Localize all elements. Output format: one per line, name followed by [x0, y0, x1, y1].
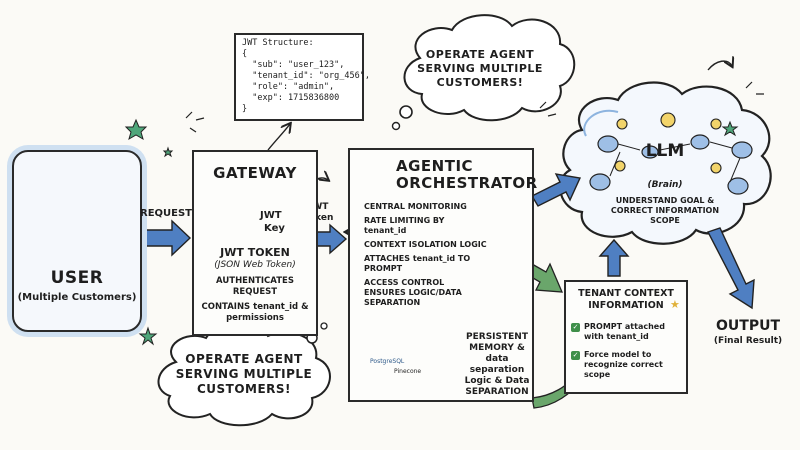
check-icon: ✓	[571, 323, 580, 332]
flow-arrows	[141, 173, 755, 310]
llm-connectors	[609, 141, 741, 183]
star-icon	[162, 146, 174, 158]
top-thought-cloud	[391, 14, 576, 131]
jwt-token-subtitle: (JSON Web Token)	[214, 260, 296, 270]
arrow-gateway-to-orchestrator	[315, 223, 348, 255]
key-label-key: Key	[264, 223, 285, 234]
arrow-gateway-to-jwt	[267, 124, 290, 151]
bottom-cloud-text: OPERATE AGENT SERVING MULTIPLE CUSTOMERS…	[175, 352, 313, 396]
arrow-curl-top	[707, 61, 732, 71]
pinecone-label: Pinecone	[394, 368, 422, 375]
brain-icon	[597, 135, 619, 153]
llm-title: LLM	[645, 141, 685, 161]
tenant-context-title: TENANT CONTEXT INFORMATION	[578, 288, 674, 311]
star-icon: ★	[670, 298, 680, 311]
jwt-structure-box: JWT Structure: { "sub": "user_123", "ten…	[234, 33, 370, 121]
list-item: ACCESS CONTROL ENSURES LOGIC/DATA SEPARA…	[364, 278, 462, 307]
star-icon	[124, 118, 148, 141]
brain-icons	[589, 134, 753, 195]
tenant-item: Force model to recognize correct scope	[584, 350, 663, 379]
gateway-text-contains: CONTAINS tenant_id & permissions	[201, 302, 309, 323]
output-subtitle: (Final Result)	[713, 336, 783, 346]
user-subtitle: (Multiple Customers)	[17, 292, 137, 303]
list-item: ATTACHES tenant_id TO PROMPT	[364, 254, 471, 273]
postgresql-label: PostgreSQL	[370, 358, 405, 365]
list-item: CONTEXT ISOLATION LOGIC	[364, 240, 487, 249]
lightbulb-icons	[614, 112, 722, 174]
output-title: OUTPUT	[716, 318, 780, 334]
star-icon	[138, 326, 158, 346]
user-box: USER (Multiple Customers)	[12, 150, 142, 332]
jwt-token-title: JWT TOKEN	[220, 246, 290, 259]
brain-icon	[731, 141, 753, 159]
orchestrator-box: AGENTIC ORCHESTRATOR CENTRAL MONITORING …	[348, 148, 538, 402]
lightbulb-icon	[710, 118, 722, 130]
logic-text: Logic & Data SEPARATION	[464, 376, 530, 397]
arrow-user-to-gateway	[141, 219, 192, 257]
list-item: CENTRAL MONITORING	[364, 202, 467, 211]
tenant-context-box: TENANT CONTEXT INFORMATION ★ ✓ PROMPT at…	[564, 280, 688, 394]
orchestrator-list: CENTRAL MONITORING RATE LIMITING BY tena…	[364, 202, 488, 312]
tenant-item: PROMPT attached with tenant_id	[584, 322, 665, 341]
star-icon	[721, 120, 739, 137]
jwt-token-label: JWT Token	[304, 202, 334, 223]
arrow-tenant-to-llm	[598, 238, 630, 277]
check-icon: ✓	[571, 351, 580, 360]
arrow-llm-to-output	[707, 227, 755, 310]
lightbulb-icon	[660, 112, 676, 128]
brain-icon	[641, 145, 659, 159]
sparkle-marks	[185, 81, 764, 133]
llm-subtitle: (Brain)	[647, 180, 683, 190]
lightbulb-icon	[710, 162, 722, 174]
brain-icon	[727, 177, 749, 195]
gateway-title: GATEWAY	[213, 164, 297, 182]
llm-description: UNDERSTAND GOAL & CORRECT INFORMATION SC…	[610, 196, 720, 225]
lightbulb-icon	[614, 160, 626, 172]
top-cloud-text: OPERATE AGENT SERVING MULTIPLE CUSTOMERS…	[417, 48, 543, 89]
brain-icon	[589, 173, 611, 191]
lightbulb-icon	[616, 118, 628, 130]
orchestrator-title: AGENTIC ORCHESTRATOR	[396, 157, 538, 192]
request-label: REQUEST	[140, 208, 193, 219]
memory-text: PERSISTENT MEMORY & data separation	[466, 332, 528, 375]
key-label-jwt: JWT	[260, 210, 282, 221]
brain-icon	[690, 134, 710, 150]
user-title: USER	[50, 268, 104, 288]
gateway-box: GATEWAY JWT Key JWT TOKEN (JSON Web Toke…	[192, 150, 318, 336]
gateway-text-authenticates: AUTHENTICATES REQUEST	[216, 276, 294, 297]
list-item: RATE LIMITING BY tenant_id	[364, 216, 445, 235]
arrow-orchestrator-to-llm	[531, 173, 582, 207]
